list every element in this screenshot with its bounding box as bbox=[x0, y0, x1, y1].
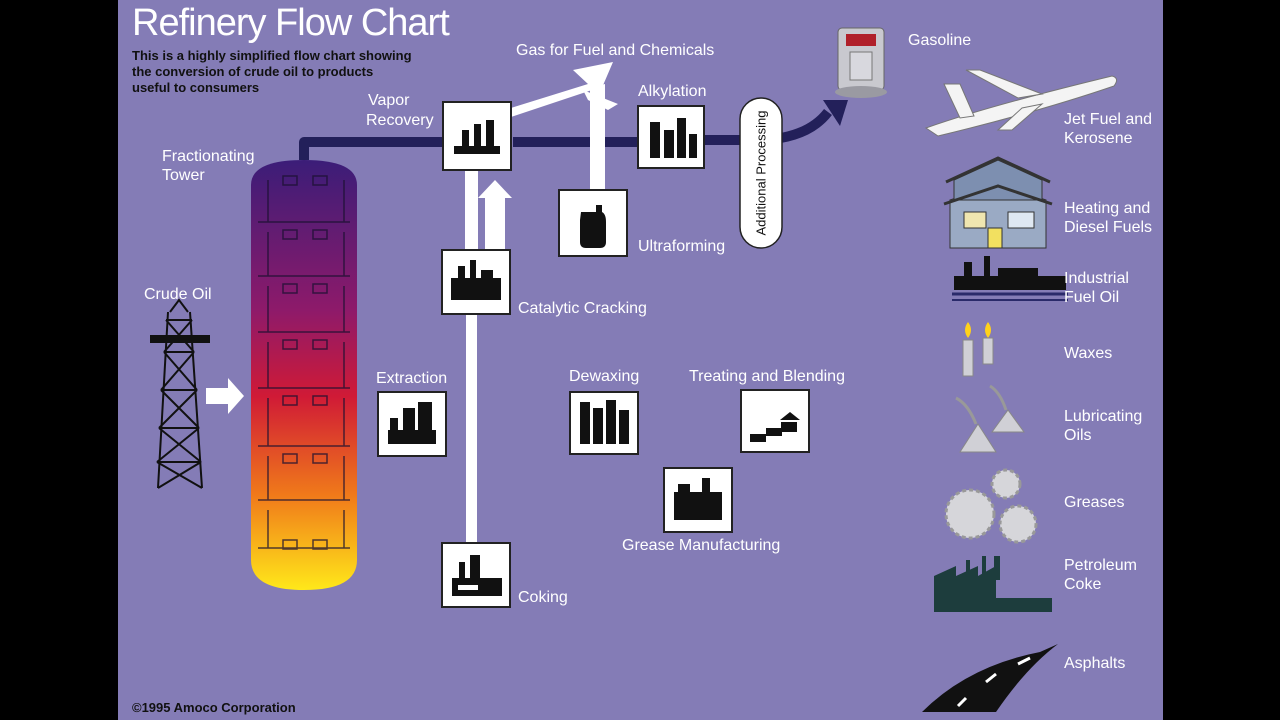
road-icon bbox=[922, 644, 1058, 712]
ultraforming-icon bbox=[580, 205, 606, 248]
subtitle-line-3: useful to consumers bbox=[132, 80, 260, 95]
candles-icon bbox=[962, 322, 994, 377]
product-jet-fuel-1: Jet Fuel and bbox=[1064, 111, 1153, 128]
label-crude-oil: Crude Oil bbox=[144, 286, 212, 303]
page-title: Refinery Flow Chart bbox=[132, 2, 450, 44]
product-heating-2: Diesel Fuels bbox=[1064, 219, 1153, 236]
treating-blending-icon bbox=[750, 412, 800, 442]
oil-can-icon bbox=[955, 384, 1025, 453]
house-icon bbox=[943, 156, 1053, 249]
vapor-recovery-icon bbox=[454, 120, 500, 154]
refinery-flow-chart: Refinery Flow Chart This is a highly sim… bbox=[118, 0, 1163, 720]
grease-manufacturing-icon bbox=[674, 478, 722, 520]
label-alkylation: Alkylation bbox=[638, 83, 707, 100]
catalytic-cracking-icon bbox=[451, 260, 501, 300]
product-jet-fuel-2: Kerosene bbox=[1064, 130, 1133, 147]
gas-pump-icon bbox=[835, 27, 887, 98]
ship-icon bbox=[952, 256, 1068, 301]
label-coking: Coking bbox=[518, 589, 568, 606]
label-catalytic-cracking: Catalytic Cracking bbox=[518, 300, 647, 317]
label-grease-manufacturing: Grease Manufacturing bbox=[622, 537, 781, 554]
product-lubricating-1: Lubricating bbox=[1064, 408, 1143, 425]
label-fractionating-tower-2: Tower bbox=[162, 167, 205, 184]
product-waxes: Waxes bbox=[1064, 345, 1113, 362]
product-heating-1: Heating and bbox=[1064, 200, 1151, 217]
airplane-icon bbox=[924, 69, 1118, 137]
label-ultraforming: Ultraforming bbox=[638, 238, 726, 255]
product-greases: Greases bbox=[1064, 494, 1125, 511]
product-lubricating-2: Oils bbox=[1064, 427, 1092, 444]
subtitle-line-2: the conversion of crude oil to products bbox=[132, 64, 374, 79]
product-coke-2: Coke bbox=[1064, 576, 1102, 593]
dewaxing-icon bbox=[580, 400, 629, 444]
label-additional-processing: Additional Processing bbox=[753, 110, 769, 236]
product-asphalts: Asphalts bbox=[1064, 655, 1126, 672]
product-industrial-1: Industrial bbox=[1064, 270, 1129, 287]
coking-icon bbox=[452, 555, 502, 596]
additional-processing-pill bbox=[739, 97, 783, 249]
pipeline-arrowhead bbox=[823, 100, 848, 126]
product-coke-1: Petroleum bbox=[1064, 557, 1137, 574]
diagram-graphics bbox=[150, 27, 1118, 712]
label-fractionating-tower-1: Fractionating bbox=[162, 148, 255, 165]
fractionating-tower bbox=[251, 160, 357, 590]
label-extraction: Extraction bbox=[376, 370, 448, 387]
label-vapor-recovery-2: Recovery bbox=[366, 112, 434, 129]
product-gasoline: Gasoline bbox=[908, 32, 972, 49]
factory-icon bbox=[934, 556, 1052, 612]
crude-input-arrow bbox=[206, 378, 244, 414]
gears-icon bbox=[944, 468, 1038, 544]
subtitle-line-1: This is a highly simplified flow chart s… bbox=[132, 48, 412, 63]
label-dewaxing: Dewaxing bbox=[569, 368, 640, 385]
label-treating-blending: Treating and Blending bbox=[689, 368, 845, 385]
extraction-icon bbox=[388, 402, 436, 444]
copyright: ©1995 Amoco Corporation bbox=[132, 700, 296, 715]
label-gas-fuel-chemicals: Gas for Fuel and Chemicals bbox=[516, 42, 715, 59]
product-industrial-2: Fuel Oil bbox=[1064, 289, 1120, 306]
oil-derrick-icon bbox=[150, 298, 210, 489]
alkylation-icon bbox=[650, 118, 697, 158]
label-vapor-recovery-1: Vapor bbox=[368, 92, 410, 109]
